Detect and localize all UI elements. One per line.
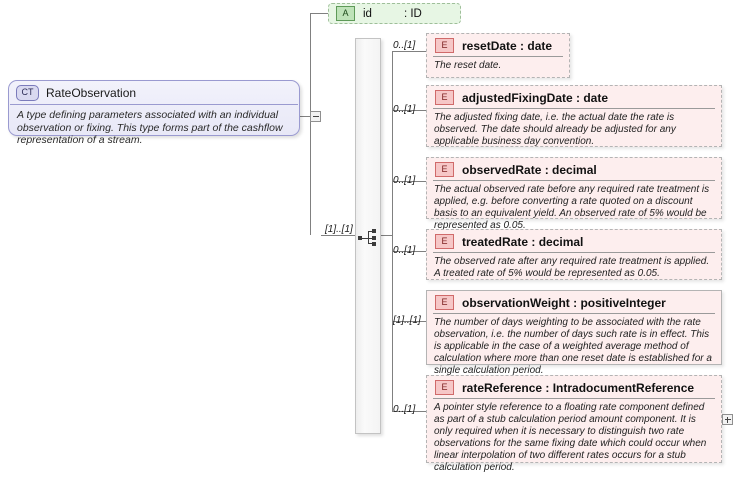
divider [433, 180, 715, 181]
element-icon: E [435, 90, 454, 105]
element-title: observationWeight : positiveInteger [462, 295, 666, 310]
connector-ct-to-toggle [300, 116, 310, 117]
connector-branch-resetDate [392, 51, 426, 52]
cardinality-sequence: [1]..[1] [325, 224, 353, 235]
element-header-observedRate: E observedRate : decimal [427, 158, 721, 180]
element-documentation: The adjusted fixing date, i.e. the actua… [434, 112, 676, 147]
schema-diagram-canvas: CT RateObservation A type defining param… [8, 3, 733, 473]
connector-trunk-vertical [310, 13, 311, 235]
element-header-treatedRate: E treatedRate : decimal [427, 230, 721, 252]
element-title: observedRate : decimal [462, 162, 597, 177]
divider [10, 104, 298, 105]
element-icon: E [435, 162, 454, 177]
connector-branch-rateReference [392, 411, 426, 412]
element-header-observationWeight: E observationWeight : positiveInteger [427, 291, 721, 313]
cardinality-observedRate: 0..[1] [393, 175, 416, 186]
element-box-treatedRate[interactable]: E treatedRate : decimal The observed rat… [426, 229, 722, 280]
divider [433, 252, 715, 253]
complex-type-icon: CT [16, 85, 39, 101]
divider [433, 398, 715, 399]
cardinality-treatedRate: 0..[1] [393, 245, 416, 256]
complex-type-header: CT RateObservation [9, 81, 299, 104]
divider [433, 108, 715, 109]
attribute-icon: A [336, 6, 355, 21]
connector-to-sequence [321, 235, 355, 236]
element-icon: E [435, 295, 454, 310]
element-icon: E [435, 38, 454, 53]
divider [433, 313, 715, 314]
attribute-type: : ID [403, 7, 422, 20]
element-title: adjustedFixingDate : date [462, 90, 609, 105]
complex-type-title: RateObservation [46, 86, 137, 100]
cardinality-observationWeight: [1]..[1] [393, 315, 421, 326]
connector-sequence-out [381, 235, 393, 236]
expand-toggle-button[interactable] [722, 414, 733, 425]
element-box-observedRate[interactable]: E observedRate : decimal The actual obse… [426, 157, 722, 231]
cardinality-adjustedFixingDate: 0..[1] [393, 104, 416, 115]
connector-to-id-attribute [310, 13, 328, 14]
plus-icon-vertical [727, 417, 728, 423]
element-documentation: The observed rate after any required rat… [434, 256, 710, 279]
connector-branch-observedRate [392, 181, 426, 182]
connector-branch-treatedRate [392, 251, 426, 252]
element-box-rateReference[interactable]: E rateReference : IntradocumentReference… [426, 375, 722, 473]
element-header-rateReference: E rateReference : IntradocumentReference [427, 376, 721, 398]
sequence-compositor-bar[interactable] [355, 38, 381, 434]
complex-type-documentation: A type defining parameters associated wi… [17, 109, 283, 146]
collapse-toggle-button[interactable] [310, 111, 321, 122]
element-box-adjustedFixingDate[interactable]: E adjustedFixingDate : date The adjusted… [426, 85, 722, 147]
plus-icon-horizontal [725, 419, 731, 420]
element-icon: E [435, 234, 454, 249]
divider [433, 56, 563, 57]
element-header-adjustedFixingDate: E adjustedFixingDate : date [427, 86, 721, 108]
connector-branch-adjustedFixingDate [392, 110, 426, 111]
element-title: resetDate : date [462, 38, 553, 53]
element-documentation: A pointer style reference to a floating … [434, 402, 707, 473]
element-title: treatedRate : decimal [462, 234, 584, 249]
element-documentation: The number of days weighting to be assoc… [434, 317, 712, 376]
element-title: rateReference : IntradocumentReference [462, 380, 695, 395]
element-box-resetDate[interactable]: E resetDate : date The reset date. [426, 33, 570, 78]
minus-icon [313, 116, 319, 117]
attribute-name: id [363, 7, 372, 20]
element-icon: E [435, 380, 454, 395]
element-documentation: The reset date. [434, 60, 502, 71]
attribute-box-id[interactable]: A id : ID [328, 3, 461, 24]
sequence-icon [358, 229, 380, 247]
complex-type-box-rateobservation[interactable]: CT RateObservation A type defining param… [8, 80, 300, 146]
connector-branch-observationWeight [392, 321, 426, 322]
element-documentation: The actual observed rate before any requ… [434, 184, 710, 231]
connector-sequence-branch-vertical [392, 51, 393, 411]
cardinality-resetDate: 0..[1] [393, 40, 416, 51]
cardinality-rateReference: 0..[1] [393, 404, 416, 415]
element-header-resetDate: E resetDate : date [427, 34, 569, 56]
element-box-observationWeight[interactable]: E observationWeight : positiveInteger Th… [426, 290, 722, 376]
